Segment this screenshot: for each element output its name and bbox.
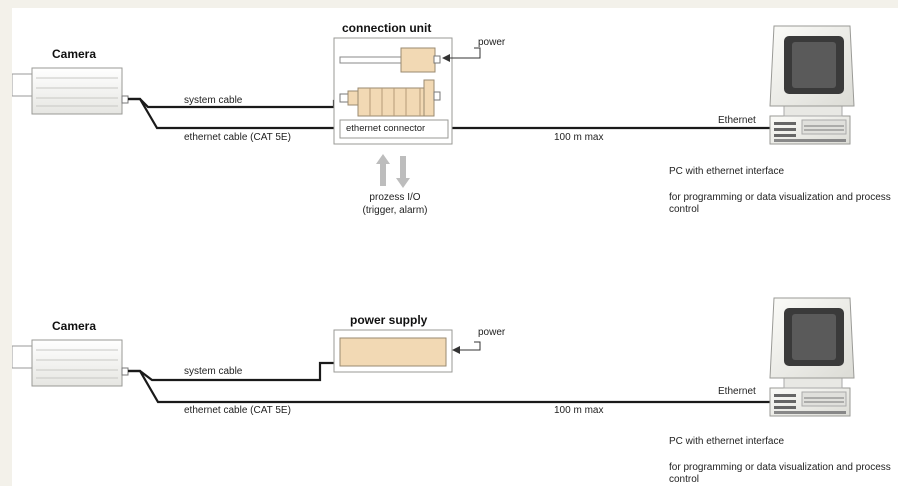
bottom-cables: [128, 361, 772, 404]
top-connection-unit: [333, 37, 453, 145]
top-power-arrow: [442, 47, 481, 62]
top-pc-icon: [769, 25, 855, 145]
bottom-power-arrow: [452, 341, 481, 354]
diagram-graphics: [12, 25, 855, 417]
top-camera-icon: [12, 67, 129, 115]
bottom-power-label: power: [478, 327, 506, 338]
top-distance-label: 100 m max: [554, 132, 604, 143]
bottom-ethernet-cable-label: ethernet cable (CAT 5E): [184, 405, 291, 416]
bottom-system-cable-label: system cable: [184, 366, 243, 377]
bottom-power-supply: [333, 329, 453, 373]
top-system-cable-label: system cable: [184, 95, 243, 106]
top-unit-title: connection unit: [342, 21, 432, 35]
top-pc-title: PC with ethernet interface: [669, 166, 785, 177]
top-io-label-2: (trigger, alarm): [362, 205, 428, 216]
top-camera-label: Camera: [52, 47, 97, 61]
bottom-camera-icon: [12, 339, 129, 387]
bottom-ethernet-label: Ethernet: [718, 386, 756, 397]
bottom-camera-label: Camera: [52, 319, 97, 333]
top-ethernet-label: Ethernet: [718, 115, 756, 126]
bottom-ethernet-cable: [128, 369, 772, 404]
top-ethernet-cable-left: [128, 97, 334, 130]
diagram-canvas: Camera connection unit power system cabl…: [12, 8, 898, 486]
top-io-label-1: prozess I/O: [369, 192, 421, 203]
top-io-arrows: [376, 154, 410, 188]
top-pc-desc: for programming or data visualization an…: [669, 192, 891, 215]
bottom-pc-icon: [769, 297, 855, 417]
top-power-label: power: [478, 37, 506, 48]
bottom-pc-desc: for programming or data visualization an…: [669, 462, 891, 485]
bottom-distance-label: 100 m max: [554, 405, 604, 416]
top-connector-label: ethernet connector: [346, 123, 426, 134]
bottom-unit-title: power supply: [350, 313, 428, 327]
top-ethernet-cable-label: ethernet cable (CAT 5E): [184, 132, 291, 143]
bottom-pc-title: PC with ethernet interface: [669, 436, 785, 447]
